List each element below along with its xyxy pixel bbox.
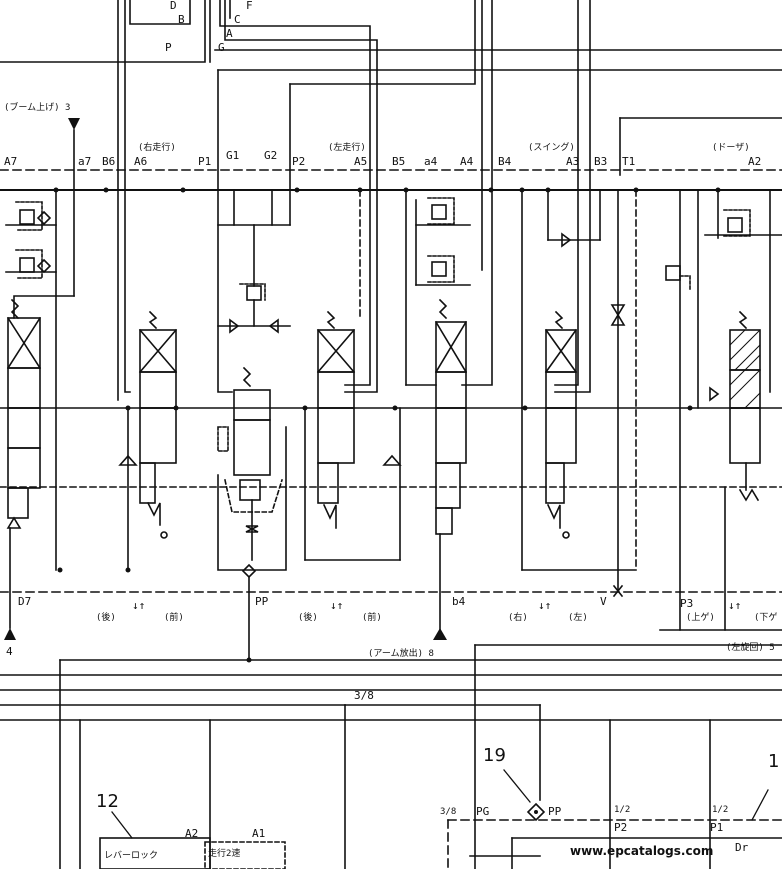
port-pp: PP <box>255 595 269 608</box>
dir-right-1: (前) <box>164 613 184 623</box>
spool-6-swing <box>521 189 637 571</box>
dir-left-4: (上ゲ) <box>686 613 715 623</box>
dir-left-3: (右) <box>508 613 528 623</box>
spool-1 <box>6 298 42 529</box>
v-valve <box>610 189 637 598</box>
pg-label: PG <box>476 805 490 818</box>
port-num4: 4 <box>6 645 13 658</box>
arm-dump-label: (アーム放出) 8 <box>368 649 434 659</box>
dir-arrows-3: ↓↑ <box>538 599 552 612</box>
port-a3: A3 <box>566 155 580 168</box>
port-b6: B6 <box>102 155 116 168</box>
pressure-reducing-group <box>217 189 291 334</box>
lever-lock-a1: A1 <box>252 827 266 840</box>
port-label-f: F <box>246 0 253 12</box>
pg-pp-label: PP <box>548 805 562 818</box>
dir-left-1: (後) <box>96 613 116 623</box>
dir-arrows-4: ↓↑ <box>728 599 742 612</box>
pg-dr: Dr <box>735 841 749 854</box>
port-label-d: D <box>170 0 177 12</box>
pipe-size-label: 3/8 <box>354 689 374 702</box>
port-label-b: B <box>178 13 185 26</box>
lever-lock-label: レバーロック <box>104 851 159 861</box>
pg-size-3: 1/2 <box>712 805 729 815</box>
port-label-a: A <box>226 27 233 40</box>
boom-up-label: (ブーム上げ) 3 <box>4 103 71 113</box>
port-a6: A6 <box>134 155 148 168</box>
port-d7: D7 <box>18 595 32 608</box>
port-a7: A7 <box>4 155 18 168</box>
pg-size-1: 3/8 <box>440 807 457 817</box>
port-b5: B5 <box>392 155 406 168</box>
port-a2: A2 <box>748 155 762 168</box>
spool-4 <box>304 189 402 561</box>
lower-pipes <box>0 527 782 869</box>
pg-size-2: 1/2 <box>614 805 631 815</box>
left-turn-label: (左旋回) 5 <box>726 643 775 653</box>
port-lb7: a7 <box>78 155 92 168</box>
dozer-label: (ドーザ) <box>712 143 750 153</box>
swing-label: (スイング) <box>528 143 575 153</box>
port-g1: G1 <box>226 149 240 162</box>
port-label-g: G <box>218 41 225 54</box>
spool-5 <box>405 189 471 640</box>
port-b4: B4 <box>498 155 512 168</box>
junction-dots <box>53 187 721 663</box>
travel-left-label: (左走行) <box>328 143 366 153</box>
top-pipes <box>0 0 782 401</box>
travel-2speed-label: 走行2速 <box>208 849 241 859</box>
watermark: www.epcatalogs.com <box>570 844 714 858</box>
dir-arrows-1: ↓↑ <box>132 599 146 612</box>
dir-left-2: (後) <box>298 613 318 623</box>
pg-p2: P2 <box>614 821 628 834</box>
port-b3: B3 <box>594 155 608 168</box>
dir-arrows-2: ↓↑ <box>330 599 344 612</box>
lever-lock-a2: A2 <box>185 827 199 840</box>
port-b4-lower: b4 <box>452 595 466 608</box>
port-a5: A5 <box>354 155 368 168</box>
port-label-c: C <box>234 13 241 26</box>
callout-19: 19 <box>483 745 506 766</box>
port-la4: a4 <box>424 155 438 168</box>
spool-2 <box>118 310 178 571</box>
port-t1: T1 <box>622 155 636 168</box>
travel-right-label: (右走行) <box>138 143 176 153</box>
left-relief-valves <box>5 189 57 571</box>
port-p3: P3 <box>680 597 694 610</box>
dir-right-3: (左) <box>568 613 588 623</box>
port-a4: A4 <box>460 155 474 168</box>
port-label-p: P <box>165 41 172 54</box>
callout-12: 12 <box>96 791 119 812</box>
dir-right-2: (前) <box>362 613 382 623</box>
pg-p1: P1 <box>710 821 724 834</box>
port-g2: G2 <box>264 149 278 162</box>
spool-3-center <box>217 366 287 661</box>
port-p2: P2 <box>292 155 306 168</box>
callout-1: 1 <box>768 751 780 772</box>
dir-right-4: (下ゲ <box>754 613 778 623</box>
port-v: V <box>600 595 607 608</box>
spool-7-dozer <box>659 189 782 631</box>
port-p1: P1 <box>198 155 212 168</box>
boom-up-arrow <box>13 118 80 319</box>
